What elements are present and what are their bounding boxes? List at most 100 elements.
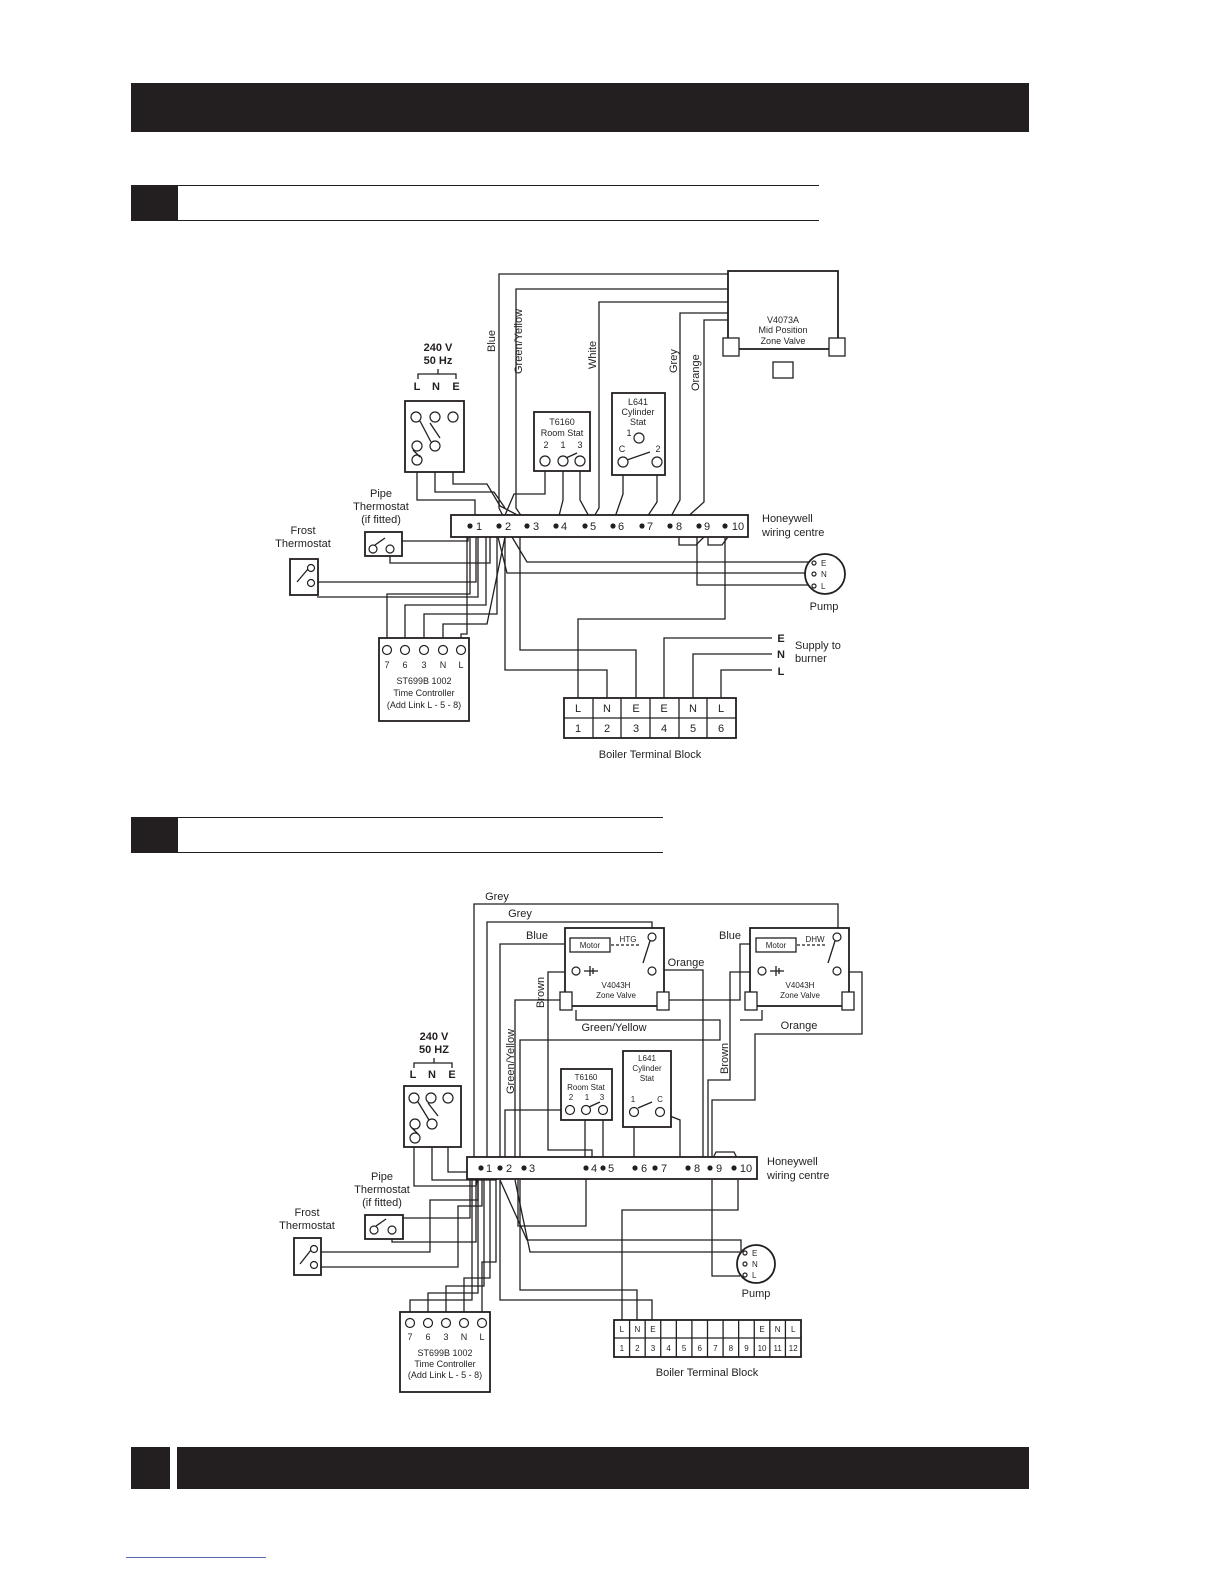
d2-pipe-stat-line1: Pipe (371, 1171, 393, 1183)
pipe-stat-line3: (if fitted) (361, 514, 401, 526)
bb2-num-6: 6 (697, 1344, 702, 1353)
d2-wire-label-brown-left: Brown (535, 977, 547, 1008)
cyl-stat-t2: 2 (655, 444, 660, 454)
bb1-num-3: 3 (633, 723, 639, 735)
d2-frost-thermostat: Frost Thermostat (279, 1207, 335, 1276)
d2-cyl-stat-line2: Cylinder (632, 1064, 662, 1073)
frost-thermostat: Frost Thermostat (275, 525, 331, 596)
d2-supply-n: N (428, 1069, 436, 1081)
wc1-term-8: 8 (676, 521, 682, 533)
d2-supply-voltage: 240 V (420, 1031, 449, 1043)
room-stat-label: Room Stat (541, 428, 584, 438)
tc1-model: ST699B 1002 (396, 676, 451, 686)
section2-rule-top (178, 817, 663, 818)
d2-supply-l: L (410, 1069, 417, 1081)
wire-label-orange: Orange (690, 354, 702, 391)
bb2-top-1: L (620, 1325, 625, 1334)
dhw-port-left-icon (744, 991, 758, 1011)
bb2-num-4: 4 (666, 1344, 671, 1353)
bb1-num-2: 2 (604, 723, 610, 735)
supply-240v: 240 V 50 Hz L N E (404, 342, 465, 473)
pump2-label: Pump (742, 1288, 771, 1300)
d2-frost-stat-line2: Thermostat (279, 1220, 335, 1232)
d2-supply-frequency: 50 HZ (419, 1044, 449, 1056)
bb2-top-10: E (759, 1325, 764, 1334)
bb1-top-5: N (689, 703, 697, 715)
wc1-term-6: 6 (618, 521, 624, 533)
d2-wire-label-orange-left: Orange (668, 957, 705, 969)
cyl-stat-line3: Stat (630, 417, 647, 427)
d2-cyl-stat-model: L641 (638, 1054, 656, 1063)
zone-valve-model: V4073A (767, 315, 799, 325)
tc1-term-l: L (458, 660, 463, 670)
frost-stat-line2: Thermostat (275, 538, 331, 550)
d2-cyl-stat-tc: C (657, 1095, 663, 1104)
section2-tab (131, 817, 178, 853)
bb2-num-3: 3 (651, 1344, 656, 1353)
bb2-num-5: 5 (682, 1344, 687, 1353)
dhw-port-right-icon (841, 991, 855, 1011)
room-stat-t2: 2 (543, 440, 548, 450)
diagram1-wires (317, 273, 809, 698)
wc1-term-1: 1 (476, 521, 482, 533)
bb1-top-4: E (660, 703, 667, 715)
section1-tab (131, 185, 178, 221)
wc2-term-7: 7 (661, 1163, 667, 1175)
supply-240v-2: 240 V 50 HZ L N E (403, 1031, 462, 1148)
bb1-label: Boiler Terminal Block (599, 749, 702, 761)
bb1-num-1: 1 (575, 723, 581, 735)
valve-port-bottom-icon (772, 361, 794, 379)
d2-wire-label-blue-right: Blue (719, 930, 741, 942)
supply-voltage: 240 V (424, 342, 453, 354)
room-stat-t6160: T6160 Room Stat 2 1 3 (533, 411, 591, 472)
bb2-num-12: 12 (789, 1344, 798, 1353)
diagram2: Grey Grey Blue Blue Orange Orange Green/… (279, 891, 863, 1393)
tc2-term-7: 7 (407, 1332, 412, 1342)
dhw-valve-label: Zone Valve (780, 991, 820, 1000)
tc2-term-n: N (461, 1332, 468, 1342)
d2-wire-label-blue-left: Blue (526, 930, 548, 942)
htg-switch-label: HTG (620, 935, 637, 944)
d2-room-stat-label: Room Stat (567, 1083, 606, 1092)
time-controller-1: 7 6 3 N L ST699B 1002 Time Controller (A… (378, 637, 470, 722)
tc2-term-6: 6 (425, 1332, 430, 1342)
bb1-num-5: 5 (690, 723, 696, 735)
wc1-term-2: 2 (505, 521, 511, 533)
wc2-term-3: 3 (529, 1163, 535, 1175)
wc2-label-line1: Honeywell (767, 1156, 818, 1168)
bb2-num-11: 11 (773, 1344, 782, 1353)
bb2-num-9: 9 (744, 1344, 749, 1353)
htg-valve-label: Zone Valve (596, 991, 636, 1000)
tc1-term-7: 7 (384, 660, 389, 670)
bb2-top-12: L (791, 1325, 796, 1334)
burner-supply: E N L Supply to burner (777, 633, 841, 678)
section2-rule-bottom (178, 852, 663, 853)
bb2-num-7: 7 (713, 1344, 718, 1353)
section1-rule-bottom (178, 220, 819, 221)
diagram1: V4073A Mid Position Zone Valve Blue Gree… (275, 270, 846, 761)
bb1-num-4: 4 (661, 723, 667, 735)
burner-e: E (777, 633, 784, 645)
frost-stat-line1: Frost (290, 525, 315, 537)
bb2-num-2: 2 (635, 1344, 640, 1353)
d2-pipe-stat-line3: (if fitted) (362, 1197, 402, 1209)
htg-port-right-icon (656, 991, 670, 1011)
d2-wire-label-grey-inner: Grey (508, 908, 532, 920)
footer-page-box (131, 1447, 170, 1489)
cyl-stat-line2: Cylinder (621, 407, 654, 417)
tc2-model: ST699B 1002 (417, 1348, 472, 1358)
wire-label-white: White (587, 341, 599, 369)
cyl-stat-t1: 1 (626, 428, 631, 438)
burner-n: N (777, 649, 785, 661)
pipe-stat-line2: Thermostat (353, 501, 409, 513)
d2-frost-stat-line1: Frost (294, 1207, 319, 1219)
pipe-thermostat: Pipe Thermostat (if fitted) (353, 488, 409, 557)
tc1-term-n: N (440, 660, 447, 670)
bb2-num-10: 10 (758, 1344, 767, 1353)
zone-valve-v4073a: V4073A Mid Position Zone Valve (722, 270, 846, 379)
wc2-term-1: 1 (486, 1163, 492, 1175)
tc2-note: (Add Link L - 5 - 8) (408, 1370, 482, 1380)
d2-room-stat-t1: 1 (585, 1093, 590, 1102)
